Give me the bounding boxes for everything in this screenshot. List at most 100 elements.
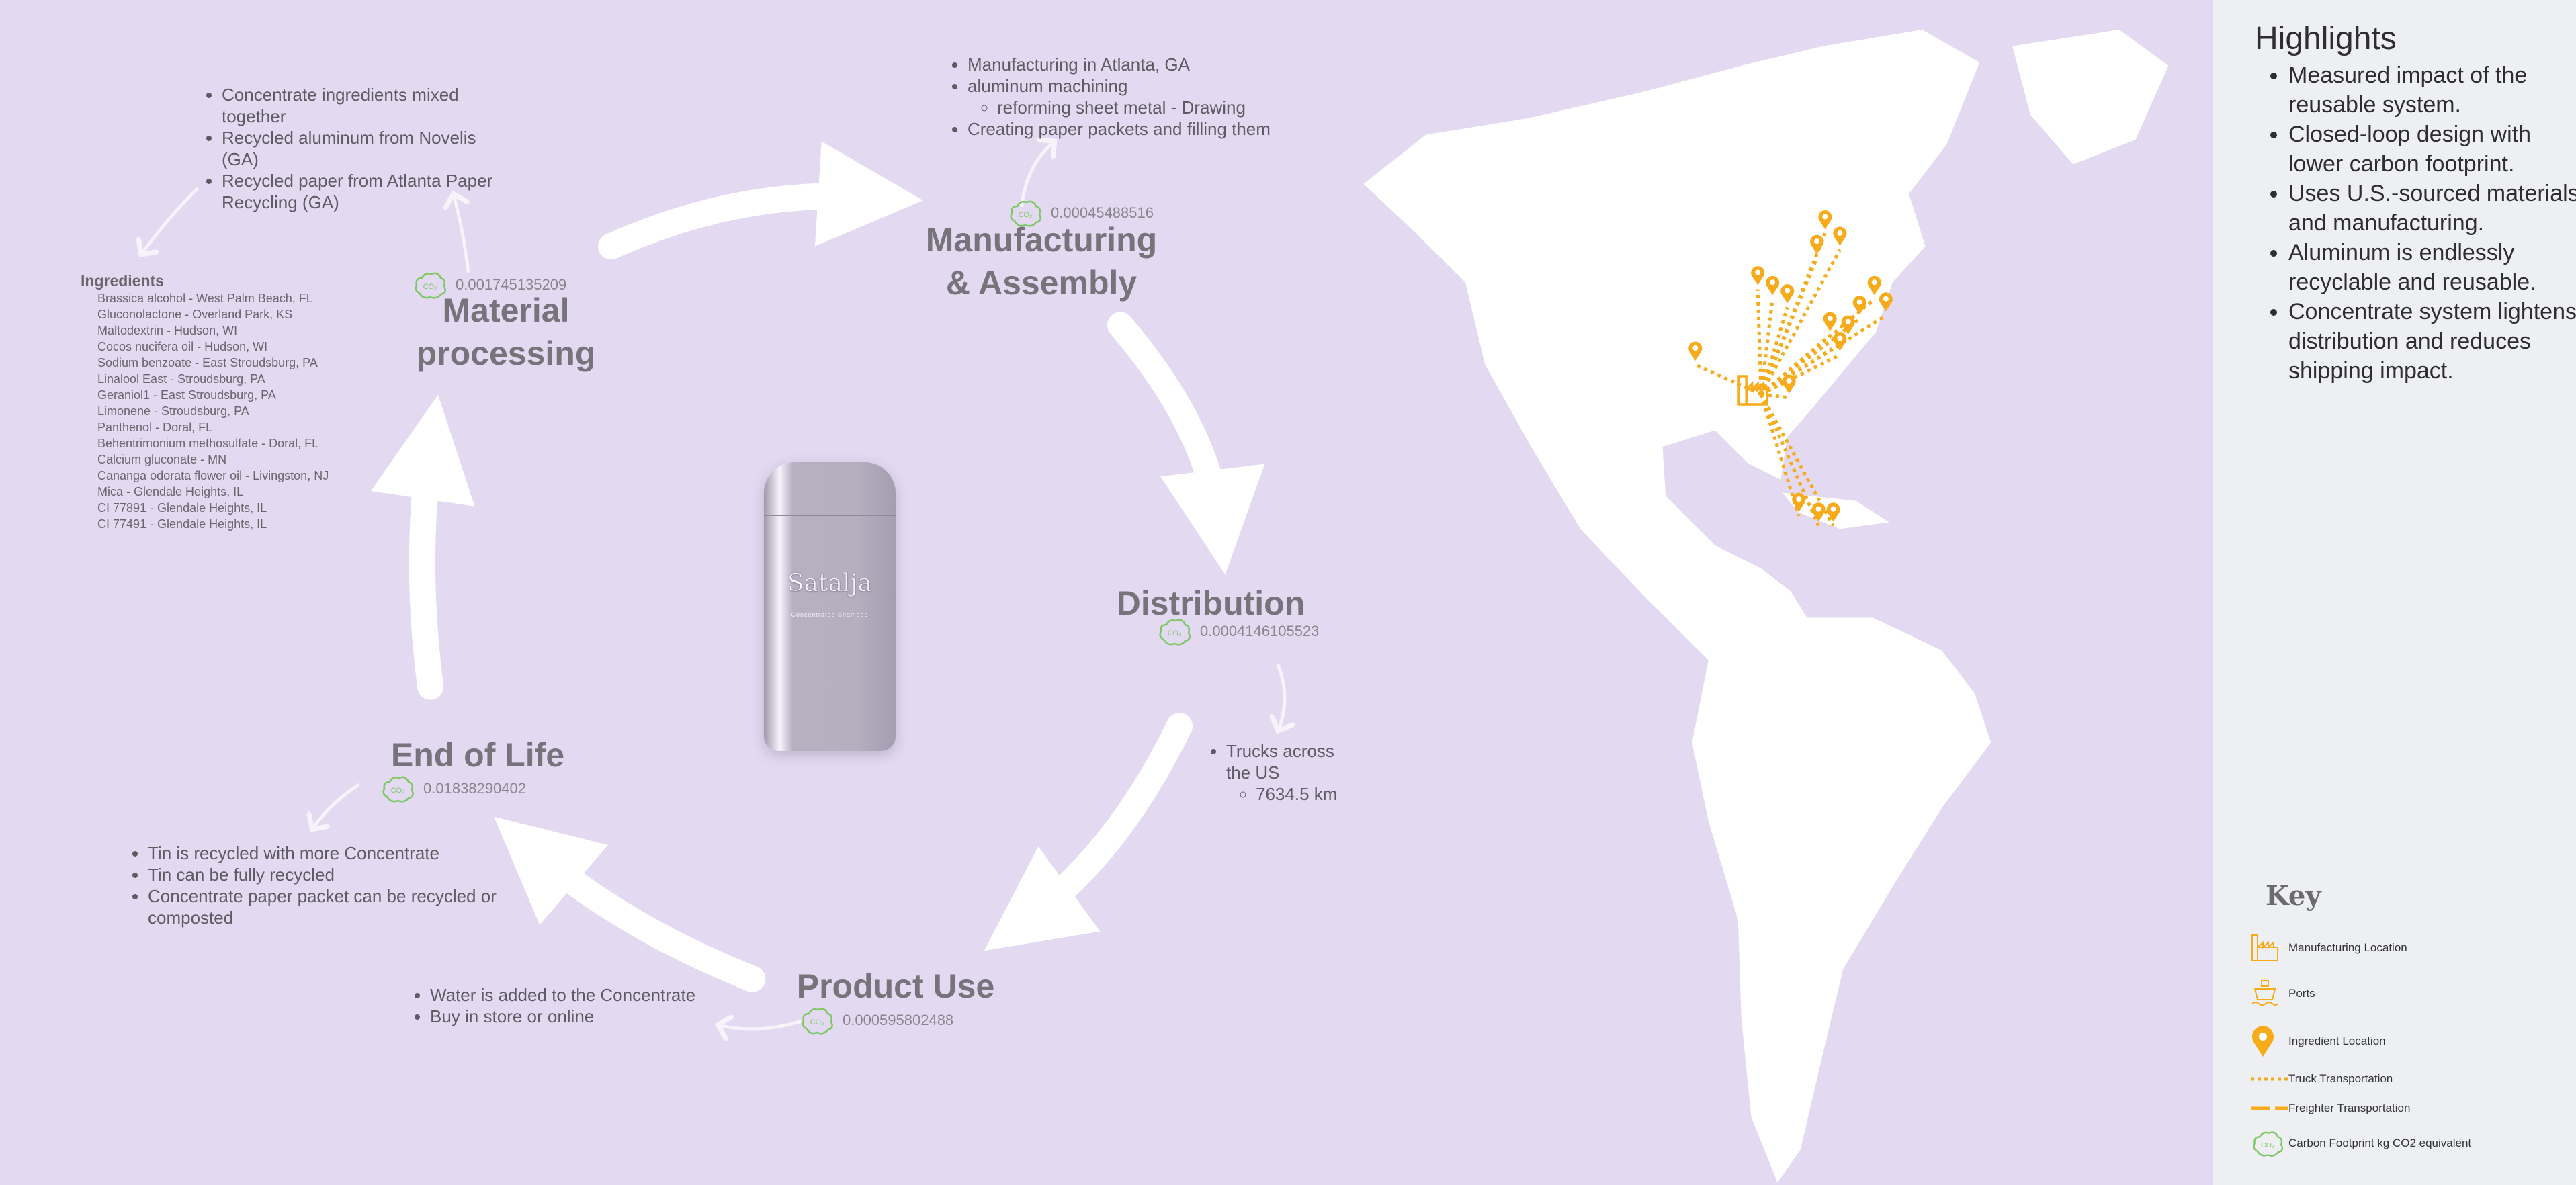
- truck-route: [1756, 289, 1763, 394]
- ingredient-location-pin-icon: [1766, 275, 1780, 296]
- highlights-list: Measured impact of the reusable system. …: [2255, 60, 2576, 386]
- ingredient-location-pin-icon: [1879, 292, 1893, 312]
- stage-title-end-of-life: End of Life: [390, 736, 565, 774]
- ingredients-title: Ingredients: [81, 272, 164, 290]
- small-arrow: [1278, 663, 1285, 731]
- truck-route: [1759, 249, 1842, 395]
- key-label: Truck Transportation: [2288, 1072, 2393, 1085]
- ingredient-item: Linalool East - Stroudsburg, PA: [97, 372, 265, 386]
- highlight-item: Aluminum is endlessly recyclable and reu…: [2288, 238, 2576, 297]
- key-truck: Truck Transportation: [2251, 1072, 2393, 1086]
- truck-route: [1760, 317, 1861, 396]
- ingredient-location-pin-icon: [1852, 296, 1866, 315]
- end-of-life-co2: CO₂ 0.01838290402: [380, 774, 526, 803]
- ingredient-location-pin-icon: [1833, 331, 1847, 351]
- ship-icon: [2251, 980, 2278, 1006]
- product-bottle-image: Satalja Concentrated Shampoo: [764, 462, 896, 751]
- ingredient-item: Maltodextrin - Hudson, WI: [97, 324, 238, 337]
- end-of-life-bullets: Tin is recycled with more Concentrate Ti…: [121, 842, 497, 928]
- ingredient-location-pin-icon: [1811, 502, 1826, 522]
- bullet: Creating paper packets and filling them: [968, 118, 1384, 140]
- material-bullets: Concentrate ingredients mixed together R…: [195, 84, 511, 213]
- ingredient-location-pin-icon: [1841, 315, 1855, 335]
- highlight-item: Uses U.S.-sourced materials and manufact…: [2288, 179, 2576, 238]
- ingredient-item: Cocos nucifera oil - Hudson, WI: [97, 340, 268, 353]
- ingredient-item: Gluconolactone - Overland Park, KS: [97, 308, 293, 321]
- co2-value: 0.001745135209: [456, 276, 567, 293]
- ingredient-location-pin-icon: [1688, 341, 1703, 361]
- ingredient-location-pin-icon: [1751, 266, 1765, 286]
- key-ingredient: Ingredient Location: [2251, 1024, 2386, 1058]
- ingredient-item: Panthenol - Doral, FL: [97, 421, 213, 434]
- sub-bullet: reforming sheet metal - Drawing: [997, 97, 1384, 118]
- svg-text:CO₂: CO₂: [1168, 629, 1182, 638]
- manufacturing-location-icon: [1737, 375, 1768, 406]
- svg-text:CO₂: CO₂: [1019, 211, 1033, 219]
- ingredient-location-pin-icon: [1833, 226, 1847, 246]
- co2-value: 0.00045488516: [1051, 204, 1154, 221]
- key-label: Ingredient Location: [2288, 1035, 2386, 1047]
- truck-route: [1759, 394, 1801, 517]
- co2-cloud-icon: CO₂: [2253, 1131, 2283, 1157]
- manufacturing-bullets: Manufacturing in Atlanta, GA aluminum ma…: [941, 54, 1384, 140]
- material-co2: CO₂ 0.001745135209: [413, 270, 566, 300]
- highlights-panel: Highlights Measured impact of the reusab…: [2213, 0, 2576, 1185]
- co2-cloud-icon: CO₂: [802, 1008, 833, 1035]
- ingredient-location-pin-icon: [1782, 374, 1796, 394]
- truck-route: [1759, 257, 1819, 395]
- bullet: Concentrate paper packet can be recycled…: [148, 885, 497, 928]
- svg-text:CO₂: CO₂: [2261, 1141, 2274, 1149]
- bullet: Manufacturing in Atlanta, GA: [968, 54, 1384, 75]
- co2-value: 0.01838290402: [423, 780, 526, 797]
- co2-cloud-icon: CO₂: [1159, 619, 1191, 646]
- key-label: Manufacturing Location: [2288, 941, 2407, 954]
- ingredient-item: CI 77891 - Glendale Heights, IL: [97, 501, 267, 515]
- product-subtitle: Concentrated Shampoo: [791, 611, 869, 618]
- key-label: Carbon Footprint kg CO2 equivalent: [2288, 1137, 2472, 1149]
- truck-route: [1694, 363, 1762, 396]
- dashed-line-icon: [2251, 1106, 2288, 1110]
- co2-value: 0.000595802488: [843, 1012, 954, 1028]
- small-arrow: [312, 783, 360, 830]
- small-arrow: [1020, 141, 1055, 208]
- ingredients-list: Ingredients Brassica alcohol - West Palm…: [81, 272, 329, 532]
- key-label: Freighter Transportation: [2288, 1102, 2411, 1114]
- stage-title-distribution: Distribution: [1116, 584, 1305, 622]
- bullet: Recycled paper from Atlanta Paper Recycl…: [222, 170, 511, 213]
- svg-text:CO₂: CO₂: [423, 283, 437, 291]
- ingredient-location-pin-icon: [1818, 210, 1832, 230]
- truck-route: [1759, 393, 1820, 527]
- bullet: Trucks across the US: [1226, 740, 1361, 783]
- product-use-bullets: Water is added to the Concentrate Buy in…: [403, 984, 779, 1027]
- dotted-line-icon: [2251, 1077, 2288, 1081]
- highlight-item: Measured impact of the reusable system.: [2288, 60, 2576, 120]
- co2-cloud-icon: CO₂: [415, 272, 446, 299]
- ingredient-location-pin-icon: [1810, 234, 1824, 255]
- factory-icon: [2251, 934, 2278, 961]
- key-freighter: Freighter Transportation: [2251, 1102, 2410, 1115]
- highlights-title: Highlights: [2255, 21, 2397, 56]
- sub-bullet: 7634.5 km: [1256, 783, 1361, 805]
- co2-cloud-icon: CO₂: [1010, 200, 1041, 227]
- key-carbon: CO₂ Carbon Footprint kg CO2 equivalent: [2251, 1129, 2471, 1158]
- small-arrow: [454, 194, 470, 273]
- americas-map: [1363, 30, 2169, 1183]
- small-arrow: [141, 187, 199, 255]
- brand-logo: Satalja: [787, 570, 873, 598]
- bullet: Water is added to the Concentrate: [430, 984, 779, 1006]
- location-pin-icon: [2252, 1026, 2274, 1057]
- bullet: Concentrate ingredients mixed together: [222, 84, 511, 127]
- key-label: Ports: [2288, 987, 2315, 1000]
- ingredient-location-pin-icon: [1826, 502, 1840, 522]
- ingredient-item: Calcium gluconate - MN: [97, 453, 227, 466]
- key-ports: Ports: [2251, 979, 2315, 1008]
- svg-text:CO₂: CO₂: [391, 787, 405, 795]
- arrow-material-to-manufacturing: [597, 141, 923, 260]
- svg-text:CO₂: CO₂: [810, 1018, 824, 1026]
- transport-routes: [1694, 232, 1887, 527]
- truck-route: [1760, 334, 1832, 396]
- truck-route: [1760, 337, 1849, 396]
- truck-route: [1759, 298, 1774, 395]
